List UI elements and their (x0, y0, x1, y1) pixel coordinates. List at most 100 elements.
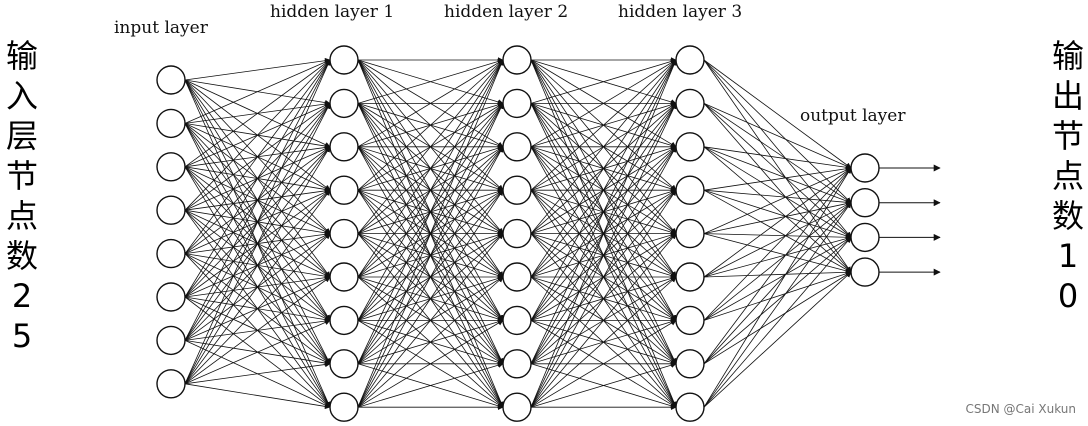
connection-edge (530, 233, 677, 408)
neuron-node (156, 65, 186, 95)
connection-edge (357, 59, 504, 321)
neuron-node (850, 257, 880, 287)
connection-edge (357, 59, 504, 364)
connection-edge (530, 59, 677, 148)
connection-edge (184, 276, 331, 385)
connection-edge (357, 59, 504, 234)
watermark: CSDN @Cai Xukun (965, 402, 1076, 416)
connection-edge (357, 59, 504, 191)
connection-edge (357, 59, 504, 408)
connection-edge (530, 362, 677, 408)
connection-edge (530, 58, 677, 104)
connection-edge (357, 59, 504, 148)
connection-edge (530, 276, 677, 408)
connection-edge (703, 202, 852, 278)
connections (184, 57, 852, 411)
neuron-node (850, 187, 880, 218)
connection-edge (703, 103, 852, 169)
connection-edge (703, 59, 852, 238)
neuron-node (329, 218, 359, 249)
connection-edge (703, 189, 852, 273)
connection-edge (357, 58, 504, 104)
connection-edge (703, 202, 852, 365)
neuron-node (156, 195, 186, 225)
connection-edge (530, 59, 677, 321)
connection-edge (703, 146, 852, 204)
connection-edge (184, 383, 331, 410)
neuron-node (329, 88, 359, 119)
connection-edge (184, 146, 331, 385)
neuron-node (502, 262, 532, 292)
neuron-node (675, 305, 705, 336)
connection-edge (703, 200, 852, 234)
connection-edge (184, 59, 331, 168)
connection-edge (184, 102, 331, 384)
hidden-layer-2-label: hidden layer 2 (444, 2, 569, 22)
connection-edge (530, 146, 677, 408)
neuron-node (329, 45, 359, 75)
connection-edge (703, 59, 852, 169)
connection-edge (184, 319, 331, 385)
connection-edge (703, 167, 852, 321)
connection-edge (703, 271, 852, 408)
neuron-node (156, 152, 186, 182)
connection-edge (530, 189, 677, 408)
neuron-node (329, 392, 359, 422)
connection-edge (184, 189, 331, 385)
connection-edge (357, 320, 504, 408)
neuron-node (675, 218, 705, 249)
connection-edge (703, 237, 852, 365)
connection-edge (703, 202, 852, 408)
connection-edge (530, 59, 677, 408)
connection-edge (530, 102, 677, 408)
neuron-node (675, 262, 705, 292)
neuron-node (675, 349, 705, 379)
connection-edge (184, 361, 331, 385)
connection-edge (703, 167, 852, 408)
neuron-node (329, 262, 359, 292)
connection-edge (703, 269, 852, 278)
connection-edge (184, 59, 331, 254)
neuron-node (502, 305, 532, 336)
connection-edge (357, 233, 504, 408)
connection-edge (530, 59, 677, 234)
connection-edge (357, 102, 504, 408)
connection-edge (184, 59, 331, 298)
connection-edge (530, 59, 677, 191)
connection-edge (184, 57, 331, 81)
neuron-node (850, 222, 880, 253)
connection-edge (703, 165, 852, 191)
neuron-node (329, 175, 359, 205)
neuron-node (502, 349, 532, 379)
neuron-node (156, 238, 186, 269)
input-node-count-note: 输入层节点数25 (5, 37, 38, 355)
connection-edge (530, 59, 677, 278)
neuron-node (156, 325, 186, 356)
connection-edge (703, 202, 852, 321)
connection-edge (357, 189, 504, 408)
connection-edge (703, 233, 852, 241)
connection-edge (357, 362, 504, 408)
connection-edge (703, 167, 852, 278)
neuron-node (675, 132, 705, 162)
neuron-node (675, 175, 705, 205)
output-node-count-note: 输出节点数10 (1051, 37, 1084, 315)
hidden-layer-1-label: hidden layer 1 (270, 2, 395, 22)
connection-edge (184, 59, 331, 211)
neuron-node (502, 392, 532, 422)
connection-edge (703, 59, 852, 204)
neuron-node (329, 305, 359, 336)
connection-edge (703, 271, 852, 365)
connection-edge (357, 276, 504, 408)
connection-edge (184, 59, 331, 384)
neuron-node (502, 175, 532, 205)
connection-edge (530, 59, 677, 364)
connection-edge (184, 59, 331, 124)
neuron-node (675, 88, 705, 119)
connection-edge (703, 237, 852, 321)
neuron-node (502, 132, 532, 162)
connection-edge (184, 233, 331, 385)
connection-edge (703, 236, 852, 278)
